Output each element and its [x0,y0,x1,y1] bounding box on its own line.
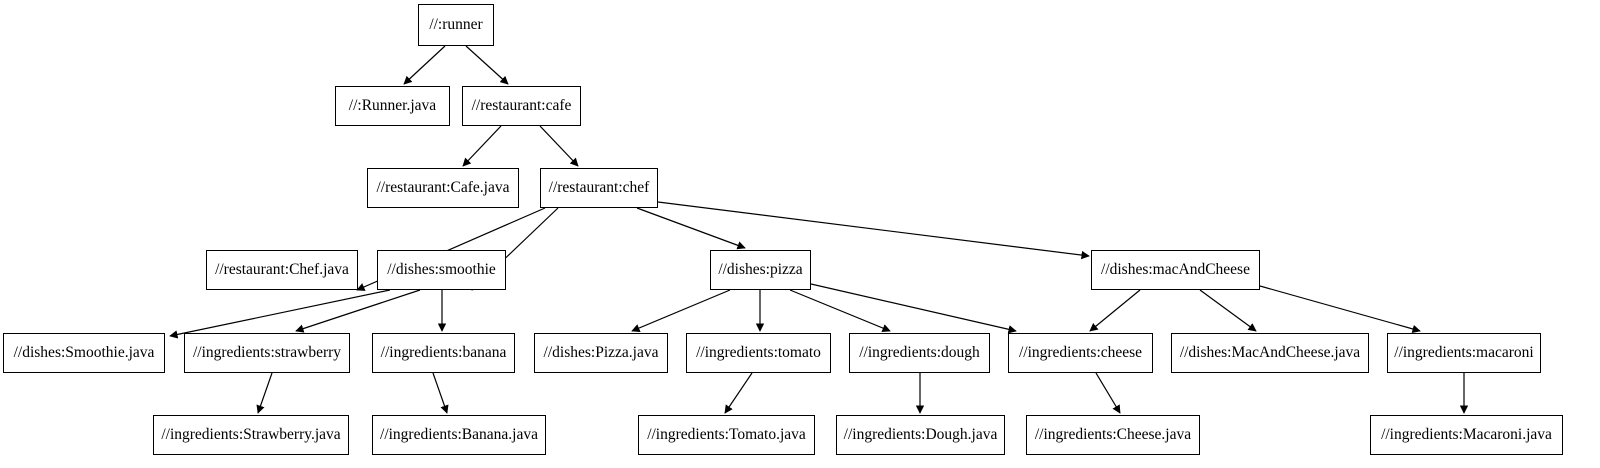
graph-node-ing_dough_java[interactable]: //ingredients:Dough.java [836,415,1005,455]
graph-node-dishes_macandcheese[interactable]: //dishes:macAndCheese [1091,250,1260,290]
graph-edge-dishes_pizza-to-ing_dough [789,289,891,333]
graph-node-label: //dishes:pizza [718,261,803,279]
graph-node-label: //restaurant:cafe [471,97,572,115]
graph-node-label: //ingredients:banana [380,344,507,362]
graph-node-restaurant_cafe[interactable]: //restaurant:cafe [462,86,581,126]
graph-edge-restaurant_cafe-to-restaurant_cafe_java [462,125,502,167]
graph-node-dishes_pizza[interactable]: //dishes:pizza [710,250,811,290]
graph-node-label: //ingredients:Macaroni.java [1381,426,1552,444]
graph-node-runner[interactable]: //:runner [418,4,494,46]
graph-node-label: //ingredients:tomato [696,344,821,362]
graph-node-label: //restaurant:chef [548,179,650,197]
graph-node-label: //dishes:smoothie [387,261,496,279]
graph-node-ing_strawberry_java[interactable]: //ingredients:Strawberry.java [153,415,349,455]
graph-edge-runner-to-restaurant_cafe [465,45,509,85]
graph-node-dishes_macandcheese_java[interactable]: //dishes:MacAndCheese.java [1171,333,1369,373]
graph-node-ing_banana_java[interactable]: //ingredients:Banana.java [372,415,546,455]
graph-node-ing_cheese_java[interactable]: //ingredients:Cheese.java [1026,415,1200,455]
graph-edge-dishes_pizza-to-dishes_pizza_java [631,289,731,332]
graph-node-dishes_smoothie[interactable]: //dishes:smoothie [377,250,506,290]
graph-node-label: //:runner [429,16,483,34]
graph-edge-ing_tomato-to-ing_tomato_java [724,372,753,414]
graph-node-ing_tomato[interactable]: //ingredients:tomato [686,333,831,373]
graph-node-label: //dishes:Pizza.java [543,344,659,362]
graph-edge-restaurant_chef-to-dishes_macandcheese [657,201,1090,260]
graph-node-label: //ingredients:Banana.java [380,426,538,444]
graph-node-label: //ingredients:strawberry [192,344,342,362]
graph-node-dishes_pizza_java[interactable]: //dishes:Pizza.java [534,333,668,373]
graph-edge-runner-to-runner_java [403,45,446,85]
graph-node-label: //ingredients:Dough.java [843,426,998,444]
graph-node-dishes_smoothie_java[interactable]: //dishes:Smoothie.java [3,333,165,373]
graph-node-label: //ingredients:macaroni [1394,344,1534,362]
graph-node-label: //dishes:MacAndCheese.java [1179,344,1361,362]
graph-node-label: //ingredients:dough [859,344,980,362]
graph-node-ing_strawberry[interactable]: //ingredients:strawberry [184,333,350,373]
graph-node-runner_java[interactable]: //:Runner.java [335,86,450,126]
graph-edge-dishes_smoothie-to-dishes_smoothie_java [169,289,391,339]
graph-node-ing_cheese[interactable]: //ingredients:cheese [1008,333,1153,373]
graph-node-label: //:Runner.java [348,97,437,115]
graph-node-label: //ingredients:Tomato.java [647,426,806,444]
graph-node-label: //ingredients:Strawberry.java [161,426,341,444]
graph-edge-dishes_macandcheese-to-ing_cheese [1089,289,1141,332]
graph-node-ing_macaroni_java[interactable]: //ingredients:Macaroni.java [1370,415,1563,455]
graph-edge-dishes_smoothie-to-ing_strawberry [295,289,421,333]
graph-node-ing_banana[interactable]: //ingredients:banana [372,333,515,373]
graph-node-label: //restaurant:Chef.java [215,261,349,279]
graph-edge-dishes_pizza-to-ing_cheese [810,283,1017,334]
graph-edge-ing_banana-to-ing_banana_java [432,372,449,414]
graph-edge-restaurant_chef-to-dishes_pizza [636,207,746,250]
graph-node-ing_tomato_java[interactable]: //ingredients:Tomato.java [638,415,815,455]
graph-node-label: //dishes:Smoothie.java [13,344,155,362]
graph-node-ing_dough[interactable]: //ingredients:dough [849,333,990,373]
graph-node-label: //restaurant:Cafe.java [376,179,510,197]
graph-node-label: //ingredients:cheese [1018,344,1143,362]
graph-node-label: //dishes:macAndCheese [1101,261,1250,279]
graph-edge-ing_strawberry-to-ing_strawberry_java [256,372,273,414]
graph-edge-dishes_macandcheese-to-ing_macaroni [1259,285,1421,333]
graph-edge-ing_cheese-to-ing_cheese_java [1095,372,1121,414]
graph-node-restaurant_chef[interactable]: //restaurant:chef [540,168,658,208]
graph-edge-restaurant_cafe-to-restaurant_chef [539,125,579,167]
graph-node-restaurant_cafe_java[interactable]: //restaurant:Cafe.java [367,168,519,208]
graph-node-label: //ingredients:Cheese.java [1034,426,1192,444]
graph-node-restaurant_chef_java[interactable]: //restaurant:Chef.java [206,250,358,290]
graph-node-ing_macaroni[interactable]: //ingredients:macaroni [1387,333,1541,373]
graph-edge-dishes_macandcheese-to-dishes_macandcheese_java [1199,289,1257,332]
